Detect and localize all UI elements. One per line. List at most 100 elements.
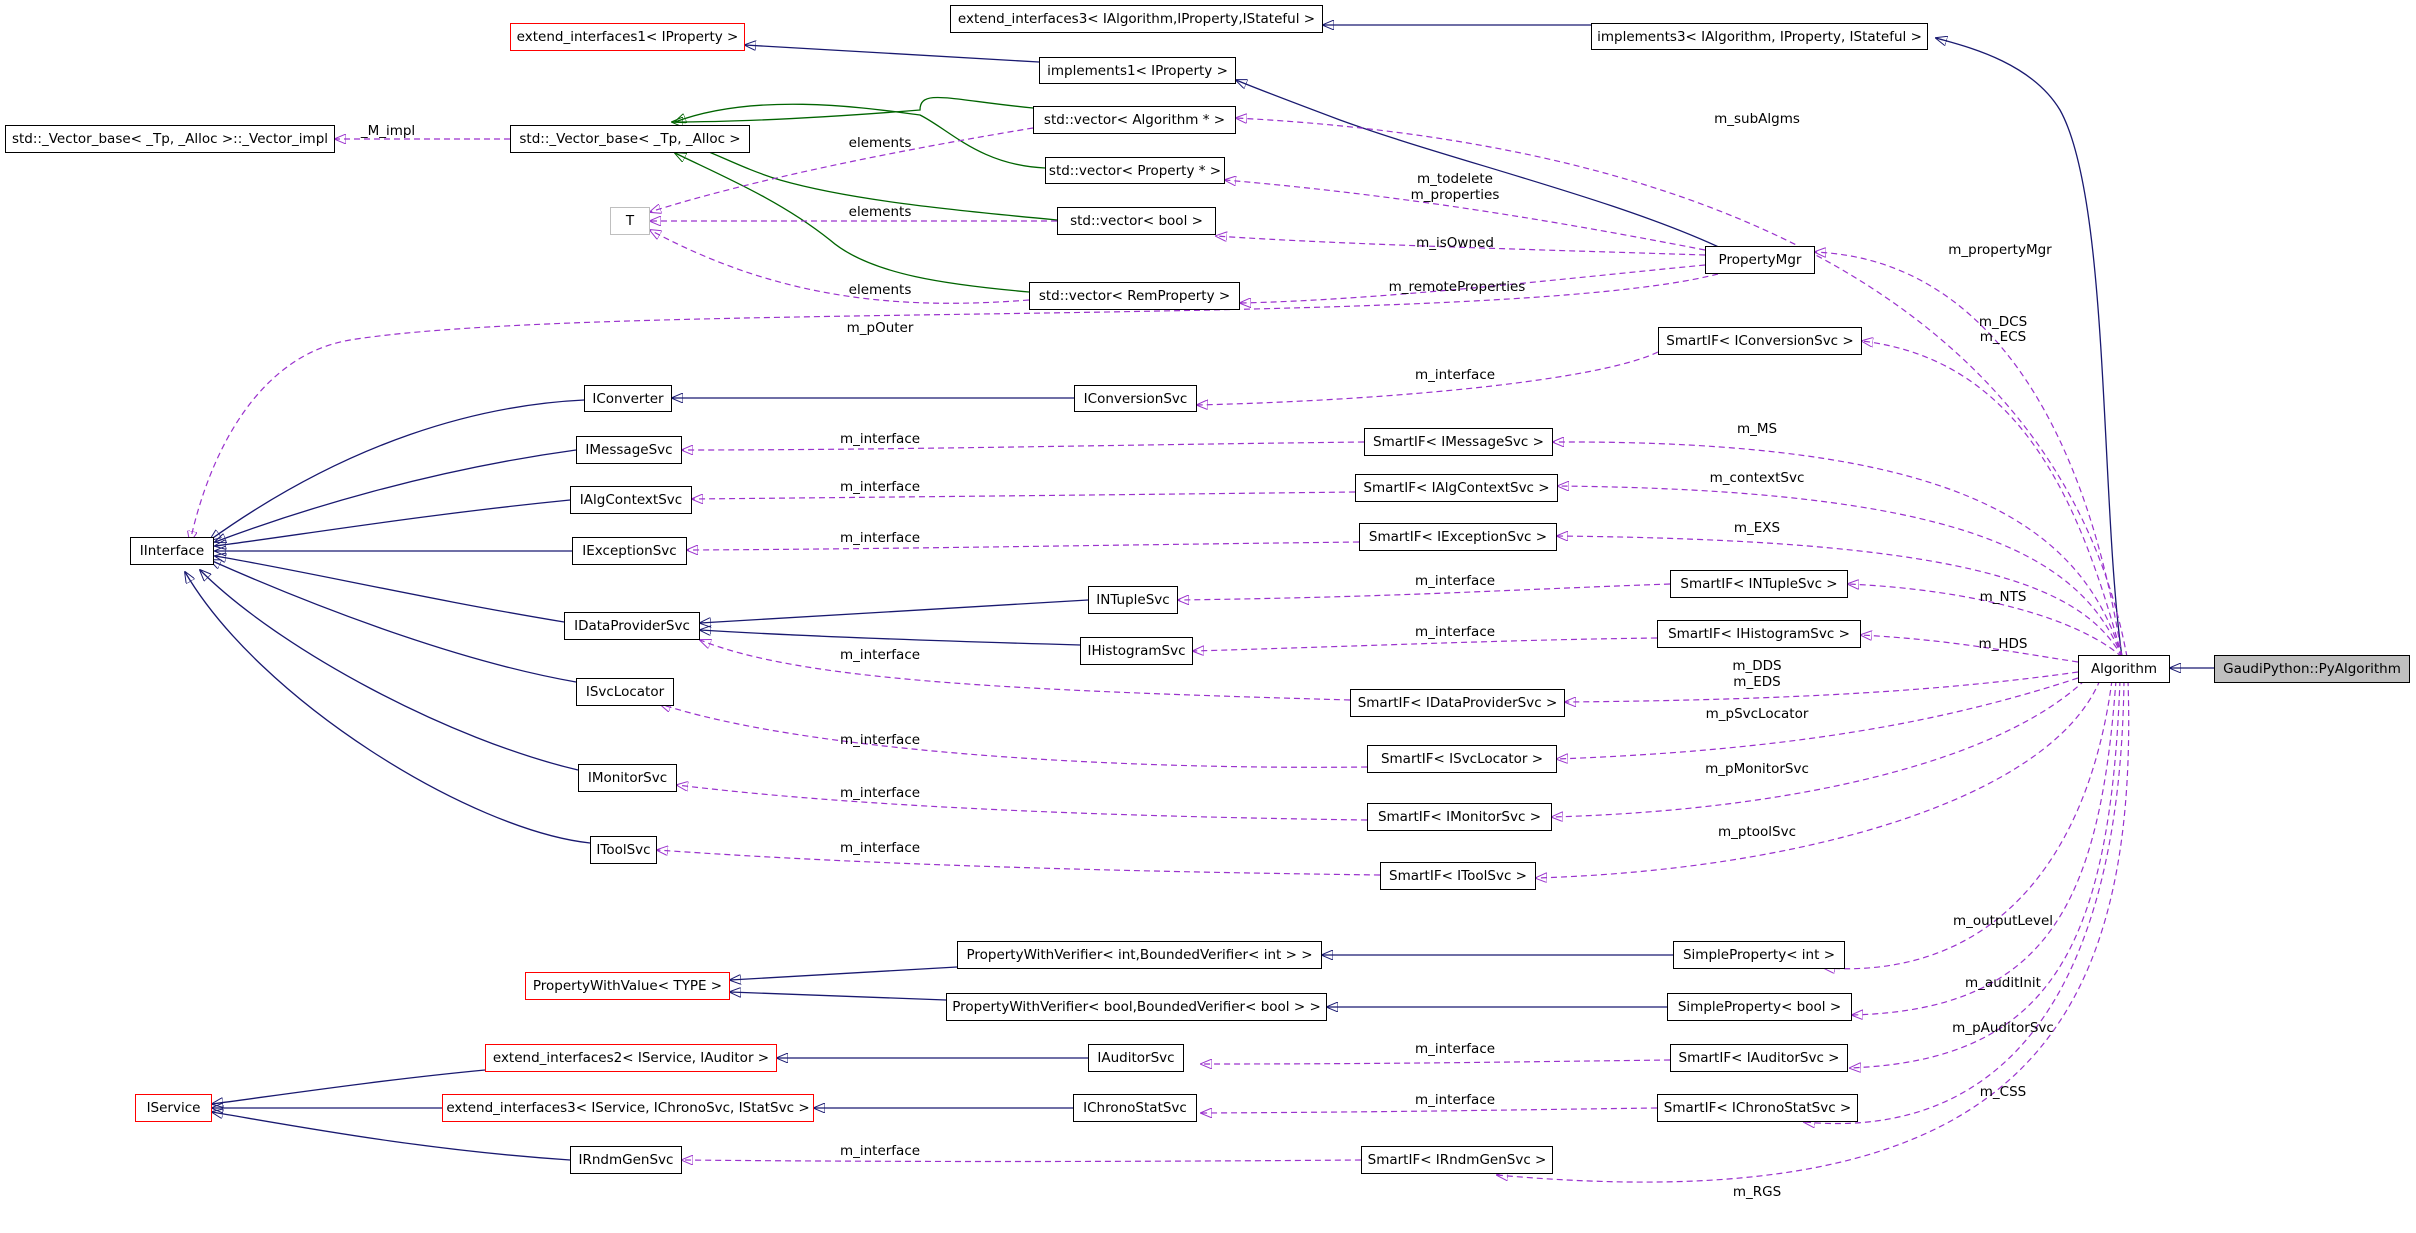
node-iconversionsvc[interactable]: IConversionSvc — [1074, 385, 1197, 412]
node-vector-property[interactable]: std::vector< Property * > — [1045, 157, 1225, 184]
node-vector-bool[interactable]: std::vector< bool > — [1057, 207, 1216, 235]
edge-label-m-dcs: m_DCS — [1978, 314, 2028, 330]
edge-algorithm-implements3 — [1936, 38, 2123, 658]
node-vector-base-impl[interactable]: std::_Vector_base< _Tp, _Alloc >::_Vecto… — [5, 125, 335, 153]
node-T[interactable]: T — [610, 207, 650, 235]
node-smartif-imonitorsvc[interactable]: SmartIF< IMonitorSvc > — [1367, 803, 1552, 831]
edge-algorithm-sifmonitor — [1552, 679, 2086, 817]
node-iexceptionsvc[interactable]: IExceptionSvc — [572, 537, 687, 565]
node-propertywithvalue[interactable]: PropertyWithValue< TYPE > — [525, 972, 730, 1000]
edge-ihistogramsvc-idataprovidersvc — [700, 630, 1081, 646]
node-implements1[interactable]: implements1< IProperty > — [1039, 57, 1236, 84]
node-smartif-iexceptionsvc[interactable]: SmartIF< IExceptionSvc > — [1359, 523, 1557, 551]
edge-algorithm-sifchronostat — [1804, 679, 2125, 1124]
node-itoolsvc[interactable]: IToolSvc — [590, 836, 657, 864]
edge-label-m-propertymgr: m_propertyMgr — [1948, 242, 2052, 258]
node-vector-base[interactable]: std::_Vector_base< _Tp, _Alloc > — [510, 125, 750, 153]
edge-pwvint-propertywithvalue — [730, 966, 958, 980]
node-extend-interfaces3-algorithm[interactable]: extend_interfaces3< IAlgorithm,IProperty… — [950, 5, 1323, 33]
node-iservice[interactable]: IService — [135, 1094, 212, 1122]
edge-vecalgorithm-vectorbase — [672, 96, 1034, 122]
node-isvclocator[interactable]: ISvcLocator — [576, 678, 674, 706]
node-gaudipython-pyalgorithm[interactable]: GaudiPython::PyAlgorithm — [2214, 655, 2410, 683]
edge-label-m-interface-tool: m_interface — [839, 840, 921, 856]
node-extend-interfaces2[interactable]: extend_interfaces2< IService, IAuditor > — [485, 1044, 777, 1072]
edge-label-m-interface-ntuple: m_interface — [1414, 573, 1496, 589]
edge-label-m-eds: m_EDS — [1733, 674, 1781, 690]
node-irndmgensvc[interactable]: IRndmGenSvc — [570, 1146, 682, 1174]
edge-sifchronostat-ichronostatsvc — [1201, 1107, 1658, 1113]
node-iauditorsvc[interactable]: IAuditorSvc — [1088, 1044, 1184, 1072]
edge-pwvbool-propertywithvalue — [730, 992, 947, 1001]
node-smartif-iconversionsvc[interactable]: SmartIF< IConversionSvc > — [1658, 327, 1862, 355]
edge-label-m-interface-conversion: m_interface — [1414, 367, 1496, 383]
edge-vecbool-vectorbase — [682, 142, 1058, 221]
node-simpleproperty-int[interactable]: SimpleProperty< int > — [1673, 941, 1845, 969]
node-smartif-ialgcontextsvc[interactable]: SmartIF< IAlgContextSvc > — [1355, 474, 1558, 502]
node-smartif-iauditorsvc[interactable]: SmartIF< IAuditorSvc > — [1670, 1044, 1848, 1072]
node-iconverter[interactable]: IConverter — [584, 385, 672, 412]
node-smartif-isvclocator[interactable]: SmartIF< ISvcLocator > — [1367, 745, 1557, 773]
edge-implements1-extinterfaces1 — [745, 45, 1040, 63]
edge-label-m-ms: m_MS — [1736, 421, 1778, 437]
edge-label-elements-2: elements — [848, 204, 912, 220]
edge-vecalgorithm-T — [650, 127, 1034, 212]
node-smartif-imessagesvc[interactable]: SmartIF< IMessageSvc > — [1364, 428, 1553, 456]
edge-label-m-css: m_CSS — [1979, 1084, 2027, 1100]
node-propertymgr[interactable]: PropertyMgr — [1705, 246, 1815, 274]
node-smartif-idataprovidersvc[interactable]: SmartIF< IDataProviderSvc > — [1350, 689, 1565, 717]
edge-label-m-pauditorsvc: m_pAuditorSvc — [1952, 1020, 2054, 1036]
node-ichronostatsvc[interactable]: IChronoStatSvc — [1073, 1094, 1197, 1122]
node-smartif-irndmgensvc[interactable]: SmartIF< IRndmGenSvc > — [1361, 1146, 1553, 1174]
node-ialgcontextsvc[interactable]: IAlgContextSvc — [570, 486, 692, 514]
edge-label-m-remoteproperties: m_remoteProperties — [1388, 279, 1526, 295]
edge-label-m-ecs: m_ECS — [1979, 329, 2027, 345]
node-imessagesvc[interactable]: IMessageSvc — [576, 436, 682, 464]
node-vector-algorithm[interactable]: std::vector< Algorithm * > — [1033, 106, 1236, 134]
edge-label-m-interface-message: m_interface — [839, 431, 921, 447]
edge-label-m-interface-algcontext: m_interface — [839, 479, 921, 495]
edge-propertymgr-vecproperty — [1225, 180, 1706, 251]
node-intuplesvc[interactable]: INTupleSvc — [1088, 586, 1178, 614]
edge-algorithm-sifauditor — [1850, 679, 2121, 1068]
node-propertywithverifier-int[interactable]: PropertyWithVerifier< int,BoundedVerifie… — [957, 941, 1322, 969]
node-smartif-ihistogramsvc[interactable]: SmartIF< IHistogramSvc > — [1657, 620, 1861, 648]
node-imonitorsvc[interactable]: IMonitorSvc — [578, 764, 677, 792]
edge-idataprovidersvc-iinterface — [215, 556, 565, 623]
edge-algorithm-sifrndmgen — [1497, 679, 2130, 1183]
node-extend-interfaces1[interactable]: extend_interfaces1< IProperty > — [510, 23, 745, 51]
edge-label-m-rgs: m_RGS — [1732, 1184, 1782, 1200]
node-idataprovidersvc[interactable]: IDataProviderSvc — [564, 612, 700, 640]
edge-algorithm-sifalgcontext — [1558, 486, 2123, 658]
node-simpleproperty-bool[interactable]: SimpleProperty< bool > — [1667, 993, 1852, 1021]
node-algorithm[interactable]: Algorithm — [2078, 655, 2170, 683]
edge-itoolsvc-iinterface — [185, 572, 591, 844]
node-vector-remproperty[interactable]: std::vector< RemProperty > — [1029, 282, 1240, 310]
edge-algorithm-propertymgr — [1815, 252, 2123, 658]
node-smartif-ichronostatsvc[interactable]: SmartIF< IChronoStatSvc > — [1657, 1094, 1858, 1122]
node-smartif-itoolsvc[interactable]: SmartIF< IToolSvc > — [1380, 862, 1536, 890]
edge-imonitorsvc-iinterface — [200, 570, 579, 771]
edge-label-m-hds: m_HDS — [1978, 636, 2028, 652]
edge-label-m-interface-rndmgen: m_interface — [839, 1143, 921, 1159]
edge-propertymgr-implements1 — [1236, 80, 1726, 251]
edge-label-m-contextsvc: m_contextSvc — [1709, 470, 1805, 486]
edge-label-m-psvclocator: m_pSvcLocator — [1705, 706, 1809, 722]
edge-label-m-isowned: m_isOwned — [1416, 235, 1494, 251]
edge-imessagesvc-iinterface — [215, 449, 577, 542]
edge-algorithm-sifconversion — [1862, 341, 2123, 658]
node-extend-interfaces3-service[interactable]: extend_interfaces3< IService, IChronoSvc… — [442, 1094, 814, 1122]
node-ihistogramsvc[interactable]: IHistogramSvc — [1080, 637, 1193, 665]
edge-algorithm-sifdataprovider — [1565, 671, 2079, 702]
edge-sifmonitor-imonitorsvc — [677, 785, 1368, 821]
node-smartif-intuplesvc[interactable]: SmartIF< INTupleSvc > — [1670, 570, 1848, 598]
edge-sifdataprovider-idataprovidersvc — [700, 640, 1351, 701]
edge-label-m-interface-dataprovider: m_interface — [839, 647, 921, 663]
edge-label-m-subalgms: m_subAlgms — [1714, 111, 1800, 127]
edge-siftool-itoolsvc — [657, 850, 1381, 876]
edge-algorithm-vecalgorithm — [1236, 118, 2128, 658]
node-iinterface[interactable]: IInterface — [130, 537, 214, 565]
node-propertywithverifier-bool[interactable]: PropertyWithVerifier< bool,BoundedVerifi… — [946, 993, 1327, 1021]
node-implements3[interactable]: implements3< IAlgorithm, IProperty, ISta… — [1591, 23, 1928, 50]
